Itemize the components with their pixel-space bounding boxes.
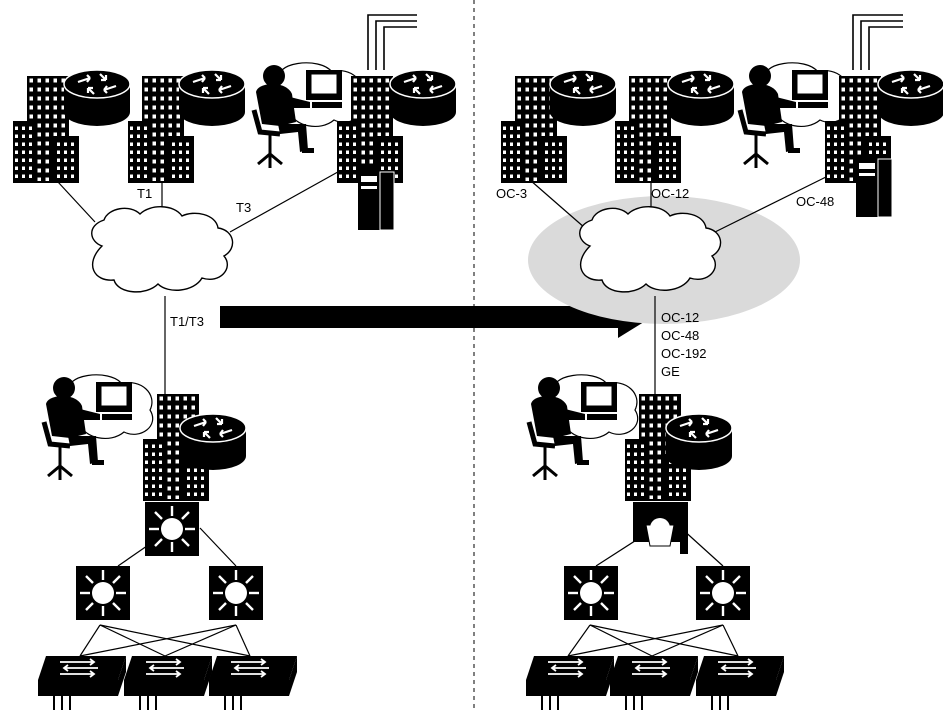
uplink-option: OC-12	[661, 310, 699, 325]
cloud-icon	[91, 206, 234, 293]
router-icon	[666, 68, 736, 128]
router-icon	[664, 412, 734, 472]
multilayer-switch-icon	[143, 500, 201, 558]
link-label-oc3: OC-3	[496, 186, 527, 201]
router-icon	[876, 68, 943, 128]
link-label-oc48: OC-48	[796, 194, 834, 209]
link-label-t3: T3	[236, 200, 251, 215]
link-label-uplink: T1/T3	[170, 314, 204, 329]
router-icon	[62, 68, 132, 128]
router-icon	[177, 68, 247, 128]
workgroup-switch-icon	[609, 655, 699, 711]
multilayer-switch-icon	[694, 564, 752, 622]
multilayer-switch-icon	[562, 564, 620, 622]
right-network: OC-3 OC-12 OC-48 OC-12 OC-48 OC-192 GE	[496, 14, 943, 711]
router-icon	[178, 412, 248, 472]
workgroup-switch-icon	[695, 655, 785, 711]
left-network: T1 T3 T1/T3	[13, 14, 458, 711]
multilayer-switch-icon	[74, 564, 132, 622]
chassis-switch-icon	[633, 502, 688, 554]
link-label-oc12: OC-12	[651, 186, 689, 201]
workgroup-switch-icon	[525, 655, 615, 711]
router-icon	[388, 68, 458, 128]
workgroup-switch-icon	[208, 655, 298, 711]
server-icon	[855, 154, 893, 218]
workgroup-switch-icon	[123, 655, 213, 711]
uplink-option: OC-48	[661, 328, 699, 343]
router-icon	[548, 68, 618, 128]
server-icon	[357, 167, 395, 231]
workgroup-switch-icon	[37, 655, 127, 711]
multilayer-switch-icon	[207, 564, 265, 622]
workstation-user-icon	[529, 375, 638, 480]
workstation-user-icon	[44, 375, 153, 480]
uplink-option: OC-192	[661, 346, 707, 361]
link-label-t1: T1	[137, 186, 152, 201]
uplink-option: GE	[661, 364, 680, 379]
cloud-icon	[579, 206, 722, 293]
